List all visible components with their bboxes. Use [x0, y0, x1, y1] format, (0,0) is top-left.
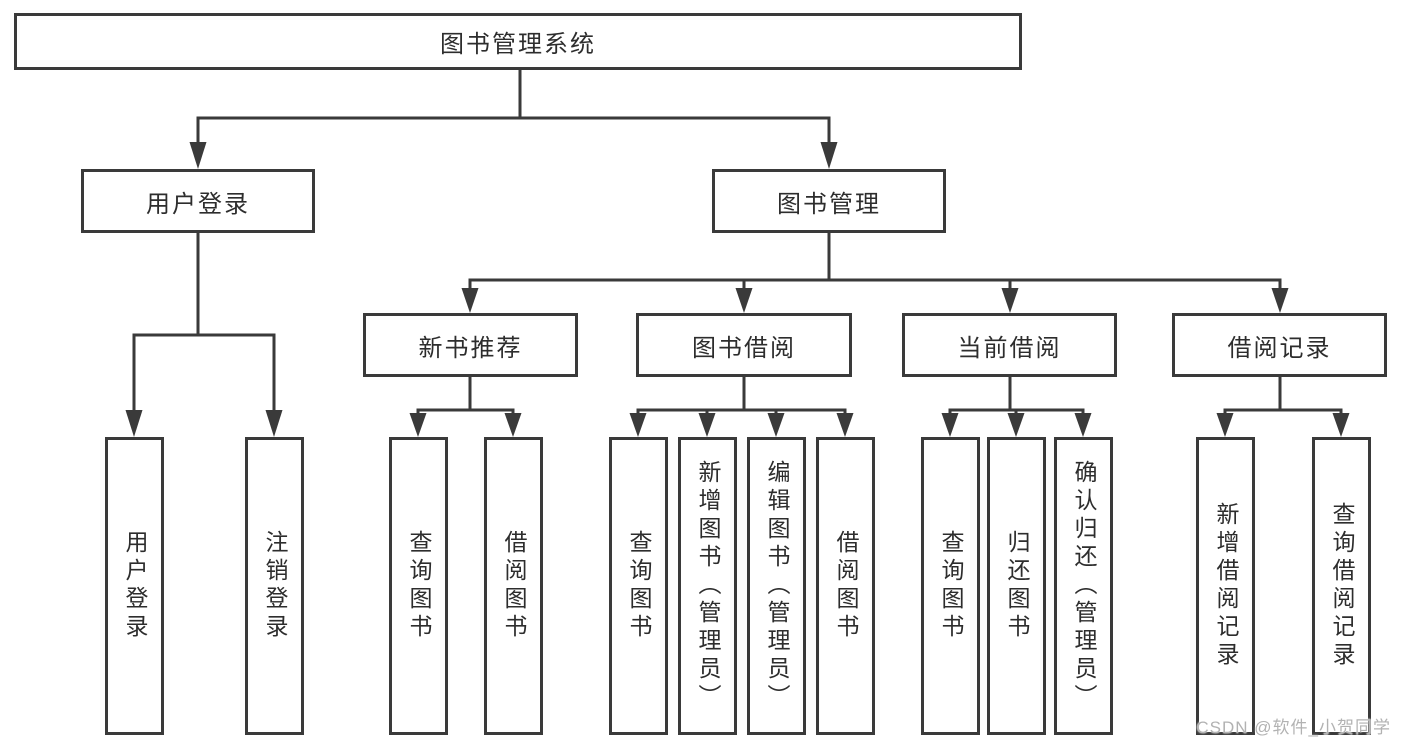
leaf-label: 编辑图书（管理员） [764, 460, 790, 712]
leaf-borrow-books-recommend: 借阅图书 [484, 437, 543, 735]
leaf-label: 查询借阅记录 [1329, 502, 1355, 670]
leaf-confirm-return-admin: 确认归还（管理员） [1054, 437, 1113, 735]
node-book-management: 图书管理 [712, 169, 946, 233]
node-label: 用户登录 [146, 190, 250, 218]
leaf-label: 查询图书 [938, 530, 964, 642]
leaf-borrow-books: 借阅图书 [816, 437, 875, 735]
leaf-label: 借阅图书 [501, 530, 527, 642]
leaf-query-books-borrow: 查询图书 [609, 437, 668, 735]
node-user-login: 用户登录 [81, 169, 315, 233]
leaf-label: 注销登录 [262, 530, 288, 642]
leaf-add-books-admin: 新增图书（管理员） [678, 437, 737, 735]
node-label: 图书管理系统 [440, 31, 596, 58]
leaf-user-login: 用户登录 [105, 437, 164, 735]
node-label: 当前借阅 [957, 334, 1062, 362]
node-book-borrowing: 图书借阅 [636, 313, 852, 377]
leaf-label: 借阅图书 [833, 530, 859, 642]
node-current-borrowing: 当前借阅 [902, 313, 1117, 377]
node-new-book-recommendation: 新书推荐 [363, 313, 578, 377]
leaf-add-borrow-record: 新增借阅记录 [1196, 437, 1255, 735]
leaf-edit-books-admin: 编辑图书（管理员） [747, 437, 806, 735]
leaf-label: 查询图书 [626, 530, 652, 642]
leaf-query-books-recommend: 查询图书 [389, 437, 448, 735]
node-borrowing-records: 借阅记录 [1172, 313, 1387, 377]
node-label: 图书借阅 [692, 334, 796, 362]
leaf-label: 归还图书 [1004, 530, 1030, 642]
node-label: 新书推荐 [418, 334, 523, 362]
node-library-management-system: 图书管理系统 [14, 13, 1022, 70]
leaf-return-books: 归还图书 [987, 437, 1046, 735]
node-label: 借阅记录 [1227, 334, 1332, 362]
leaf-query-borrow-record: 查询借阅记录 [1312, 437, 1371, 735]
csdn-watermark: CSDN @软件_小贺同学 [1196, 718, 1391, 737]
leaf-label: 新增图书（管理员） [695, 460, 721, 712]
node-label: 图书管理 [777, 190, 881, 218]
leaf-query-books-current: 查询图书 [921, 437, 980, 735]
leaf-label: 用户登录 [122, 530, 148, 642]
leaf-label: 新增借阅记录 [1213, 502, 1239, 670]
leaf-label: 查询图书 [406, 530, 432, 642]
leaf-label: 确认归还（管理员） [1071, 460, 1097, 712]
leaf-logout: 注销登录 [245, 437, 304, 735]
